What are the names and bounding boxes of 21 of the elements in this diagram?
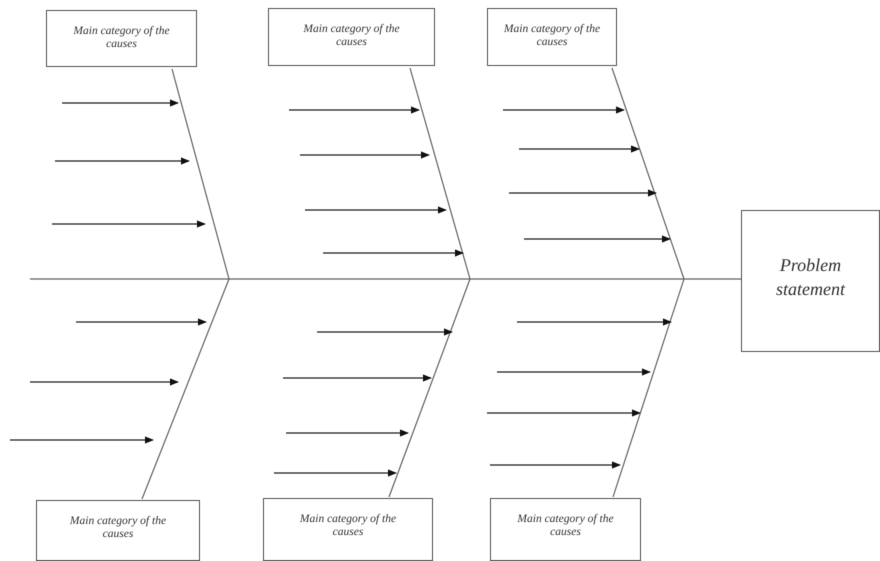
- category-box: [268, 8, 435, 66]
- category-box: [490, 498, 641, 561]
- problem-text: Problem statement: [775, 254, 846, 301]
- bone-line: [612, 278, 685, 498]
- category-label: Main category of the causes: [502, 23, 602, 49]
- spine-line: [30, 278, 741, 280]
- category-box: [36, 500, 200, 561]
- category-label: Main category of the causes: [72, 25, 171, 51]
- category-label: Main category of the causes: [298, 513, 398, 539]
- category-box: [263, 498, 433, 561]
- category-box: [487, 8, 617, 66]
- bone-line: [141, 278, 230, 500]
- bone-line: [409, 68, 471, 280]
- category-label: Main category of the causes: [68, 515, 168, 541]
- category-label: Main category of the causes: [516, 513, 615, 539]
- category-label: Main category of the causes: [302, 23, 401, 49]
- category-box: [46, 10, 197, 67]
- bone-line: [611, 68, 685, 280]
- problem-box: [741, 210, 880, 352]
- bone-line: [388, 278, 471, 498]
- bone-line: [171, 68, 230, 280]
